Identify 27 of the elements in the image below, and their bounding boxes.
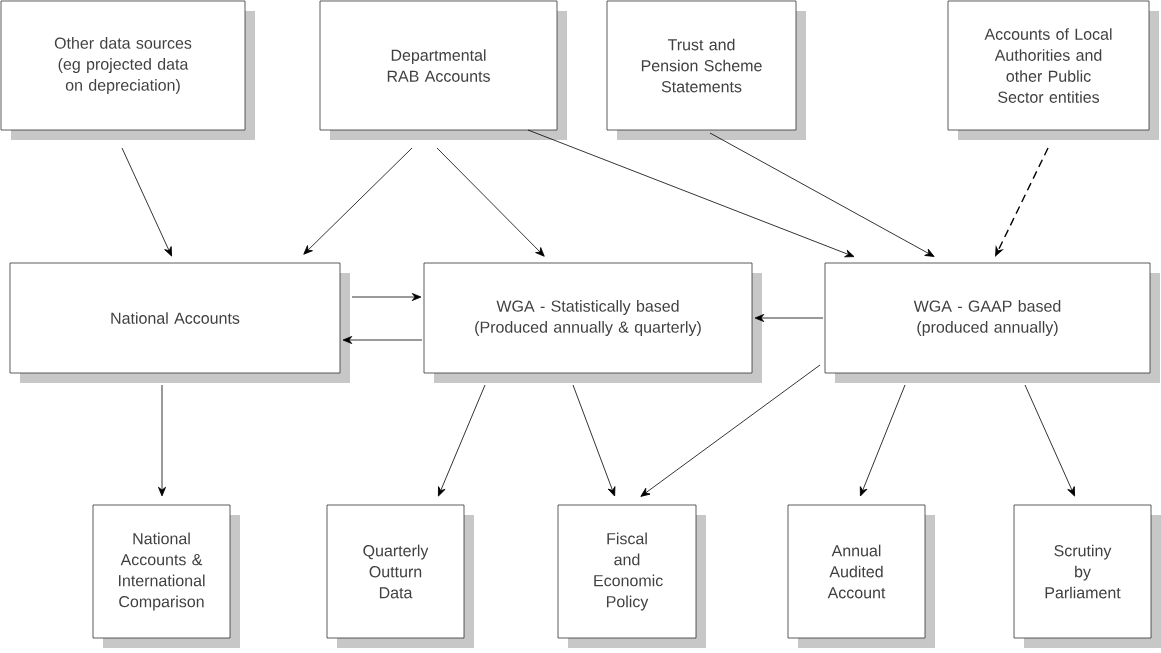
arrow xyxy=(158,384,166,497)
process-box: WGA - Statistically based (Produced annually & quarterly) xyxy=(423,262,762,383)
process-box: Fiscal and Economic Policy xyxy=(557,504,706,648)
process-box: National Accounts xyxy=(9,262,350,383)
process-box: Trust and Pension Scheme Statements xyxy=(606,0,806,140)
arrow xyxy=(436,147,545,257)
arrow xyxy=(754,314,824,322)
process-box: Other data sources (eg projected data on depreciation) xyxy=(0,0,255,140)
arrow xyxy=(527,129,855,258)
arrow xyxy=(640,364,821,497)
arrow xyxy=(351,293,422,301)
process-box: National Accounts & International Comparison xyxy=(92,504,240,648)
process-box: WGA - GAAP based (produced annually) xyxy=(824,262,1160,383)
process-box: Scrutiny by Parliament xyxy=(1013,504,1161,648)
arrow xyxy=(859,384,906,497)
arrow xyxy=(303,147,413,255)
arrow xyxy=(995,147,1049,257)
process-box: Departmental RAB Accounts xyxy=(319,0,567,140)
arrow xyxy=(1024,384,1075,497)
arrow xyxy=(572,384,616,497)
process-box: Quarterly Outturn Data xyxy=(326,504,474,648)
arrow xyxy=(438,384,486,497)
arrow xyxy=(121,147,172,257)
process-box: Annual Audited Account xyxy=(787,504,935,648)
process-box: Accounts of Local Authorities and other Public Sector entities xyxy=(947,0,1159,140)
arrow xyxy=(709,132,935,257)
arrow xyxy=(342,336,423,344)
